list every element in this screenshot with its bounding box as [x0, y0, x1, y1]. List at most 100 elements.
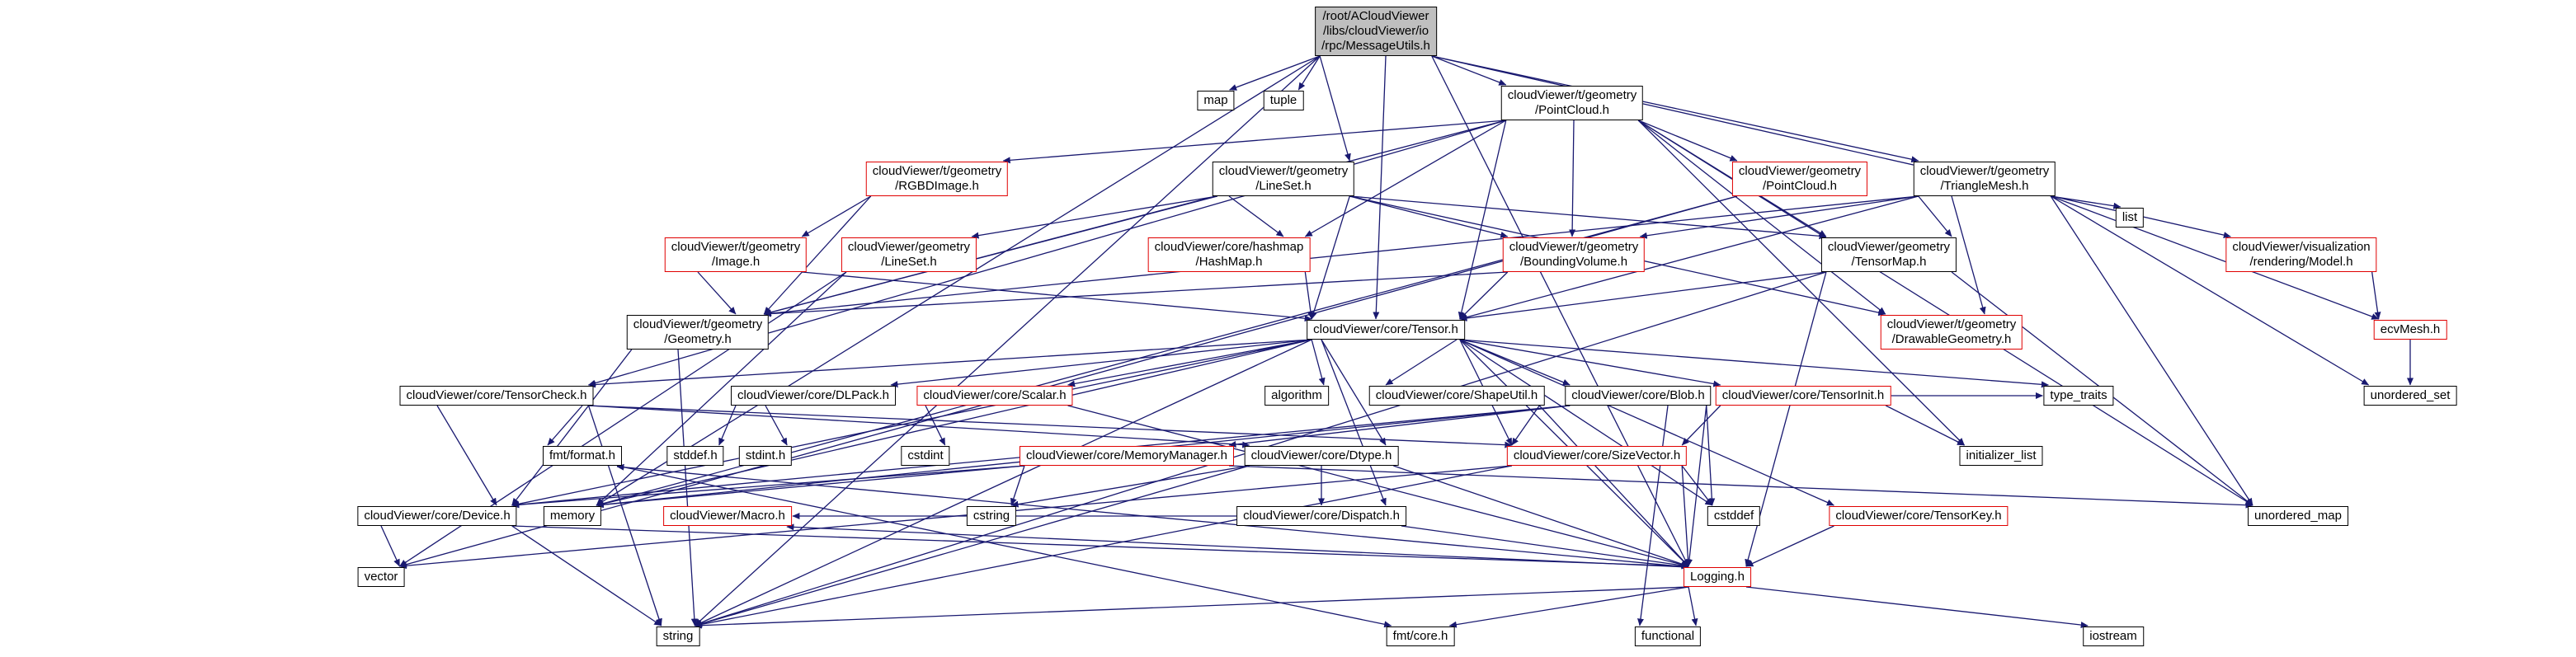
graph-node-label: string [662, 629, 694, 643]
graph-node-device[interactable]: cloudViewer/core/Device.h [357, 506, 517, 526]
graph-node-t_lineset[interactable]: cloudViewer/t/geometry/LineSet.h [1212, 162, 1355, 196]
graph-node-t_rgbdimage[interactable]: cloudViewer/t/geometry/RGBDImage.h [865, 162, 1009, 196]
include-edge-device-to-logging [511, 525, 1689, 570]
graph-node-label: cloudViewer/core/SizeVector.h [1513, 448, 1681, 462]
graph-node-stdint[interactable]: stdint.h [738, 446, 793, 466]
graph-node-drawablegeometry[interactable]: cloudViewer/t/geometry/DrawableGeometry.… [1880, 315, 2023, 350]
graph-node-tuple[interactable]: tuple [1263, 91, 1304, 110]
graph-node-logging[interactable]: Logging.h [1684, 567, 1751, 587]
include-edge-tensor-to-scalar [1067, 339, 1312, 387]
include-edge-device-to-vector [380, 525, 401, 567]
include-edge-t_trianglemesh-to-tensor [1459, 195, 1919, 321]
graph-node-label: /DrawableGeometry.h [1891, 332, 2012, 346]
graph-node-dlpack[interactable]: cloudViewer/core/DLPack.h [731, 386, 896, 406]
graph-node-algorithm[interactable]: algorithm [1264, 386, 1329, 406]
include-edge-t_lineset-to-geom_lineset [971, 195, 1217, 239]
include-edge-tensormap-to-tensor [1459, 271, 1827, 321]
graph-node-memorymanager[interactable]: cloudViewer/core/MemoryManager.h [1019, 446, 1235, 466]
include-edge-logging-to-iostream [1745, 586, 2089, 629]
include-edge-logging-to-macro [786, 523, 1689, 568]
include-edge-t_rgbdimage-to-t_image [801, 195, 872, 237]
graph-node-geom_pointcloud[interactable]: cloudViewer/geometry/PointCloud.h [1731, 162, 1868, 196]
include-edge-tensor-to-algorithm [1311, 339, 1326, 386]
include-edge-dtype-to-cstring [1010, 465, 1250, 508]
graph-node-tensorkey[interactable]: cloudViewer/core/TensorKey.h [1829, 506, 2009, 526]
graph-node-iostream[interactable]: iostream [2083, 626, 2144, 646]
graph-node-map[interactable]: map [1197, 91, 1235, 110]
graph-node-t_geometry[interactable]: cloudViewer/t/geometry/Geometry.h [626, 315, 770, 350]
graph-node-label: initializer_list [1966, 448, 2037, 462]
include-edge-geom_lineset-to-memory [596, 271, 847, 506]
graph-node-tensorinit[interactable]: cloudViewer/core/TensorInit.h [1715, 386, 1891, 406]
graph-node-tensor[interactable]: cloudViewer/core/Tensor.h [1307, 320, 1465, 340]
graph-node-tensormap[interactable]: cloudViewer/geometry/TensorMap.h [1820, 237, 1957, 272]
include-edge-t_pointcloud-to-tensor [1458, 120, 1507, 320]
graph-node-unordered_map[interactable]: unordered_map [2248, 506, 2348, 526]
graph-node-t_trianglemesh[interactable]: cloudViewer/t/geometry/TriangleMesh.h [1913, 162, 2056, 196]
include-edge-fmt_format-to-fmt_core [616, 465, 1392, 628]
graph-node-geom_lineset[interactable]: cloudViewer/geometry/LineSet.h [841, 237, 977, 272]
graph-node-tensorcheck[interactable]: cloudViewer/core/TensorCheck.h [399, 386, 594, 406]
graph-node-blob[interactable]: cloudViewer/core/Blob.h [1565, 386, 1712, 406]
graph-node-fmt_core[interactable]: fmt/core.h [1386, 626, 1455, 646]
graph-node-scalar[interactable]: cloudViewer/core/Scalar.h [916, 386, 1073, 406]
graph-node-model[interactable]: cloudViewer/visualization/rendering/Mode… [2225, 237, 2377, 272]
graph-node-label: cloudViewer/core/Scalar.h [923, 388, 1067, 402]
graph-node-cstdint[interactable]: cstdint [901, 446, 950, 466]
graph-node-messageutils[interactable]: /root/ACloudViewer/libs/cloudViewer/io/r… [1315, 7, 1437, 56]
graph-node-unordered_set[interactable]: unordered_set [2363, 386, 2457, 406]
graph-node-cstddef[interactable]: cstddef [1707, 506, 1761, 526]
include-edge-hashmap-to-tensor [1304, 271, 1314, 320]
graph-node-label: tuple [1269, 93, 1297, 107]
graph-node-sizevector[interactable]: cloudViewer/core/SizeVector.h [1506, 446, 1688, 466]
graph-node-list[interactable]: list [2115, 208, 2145, 228]
graph-node-cstring[interactable]: cstring [966, 506, 1017, 526]
graph-node-label: cloudViewer/t/geometry [671, 240, 801, 254]
graph-node-hashmap[interactable]: cloudViewer/core/hashmap/HashMap.h [1147, 237, 1311, 272]
graph-node-initializer_list[interactable]: initializer_list [1959, 446, 2043, 466]
graph-node-label: /HashMap.h [1195, 255, 1263, 269]
include-edge-t_trianglemesh-to-list [2051, 195, 2122, 209]
include-edge-logging-to-functional [1688, 586, 1698, 626]
include-edge-model-to-ecvmesh [2371, 271, 2381, 320]
graph-node-label: /TriangleMesh.h [1940, 179, 2029, 193]
graph-node-dispatch[interactable]: cloudViewer/core/Dispatch.h [1236, 506, 1406, 526]
graph-node-label: type_traits [2050, 388, 2107, 402]
graph-node-label: /root/ACloudViewer [1322, 9, 1429, 23]
include-edge-tensor-to-type_traits [1459, 339, 2049, 388]
graph-node-t_pointcloud[interactable]: cloudViewer/t/geometry/PointCloud.h [1500, 86, 1644, 120]
include-edge-tensor-to-dlpack [890, 339, 1312, 388]
graph-node-label: cloudViewer/core/MemoryManager.h [1025, 448, 1228, 462]
include-edge-messageutils-to-map [1229, 55, 1321, 91]
graph-node-label: fmt/format.h [549, 448, 616, 462]
graph-node-label: cloudViewer/t/geometry [1886, 317, 2017, 331]
graph-node-label: /Image.h [711, 255, 761, 269]
include-edge-tensorinit-to-initializer_list [1885, 405, 1965, 446]
include-edge-dlpack-to-stdint [765, 405, 788, 446]
graph-node-t_image[interactable]: cloudViewer/t/geometry/Image.h [664, 237, 808, 272]
graph-node-macro[interactable]: cloudViewer/Macro.h [663, 506, 792, 526]
graph-node-memory[interactable]: memory [543, 506, 602, 526]
include-edge-memorymanager-to-unordered_map [1228, 465, 2253, 509]
graph-node-functional[interactable]: functional [1634, 626, 1702, 646]
include-edge-blob-to-memorymanager [1228, 405, 1571, 448]
include-edge-t_pointcloud-to-hashmap [1304, 120, 1507, 237]
graph-node-string[interactable]: string [656, 626, 700, 646]
graph-node-label: cloudViewer/geometry [1827, 240, 1951, 254]
graph-node-fmt_format[interactable]: fmt/format.h [542, 446, 623, 466]
graph-node-stddef[interactable]: stddef.h [666, 446, 724, 466]
graph-node-label: cloudViewer/core/Blob.h [1571, 388, 1705, 402]
graph-node-label: cloudViewer/core/Dtype.h [1250, 448, 1392, 462]
graph-node-ecvmesh[interactable]: ecvMesh.h [2373, 320, 2447, 340]
include-edge-tensor-to-memory [596, 339, 1312, 507]
graph-node-label: cstddef [1713, 509, 1754, 523]
graph-node-dtype[interactable]: cloudViewer/core/Dtype.h [1244, 446, 1399, 466]
graph-node-label: /LineSet.h [881, 255, 937, 269]
graph-node-label: cloudViewer/core/DLPack.h [737, 388, 889, 402]
graph-node-type_traits[interactable]: type_traits [2043, 386, 2114, 406]
graph-node-shapeutil[interactable]: cloudViewer/core/ShapeUtil.h [1368, 386, 1545, 406]
graph-node-label: cloudViewer/core/Tensor.h [1313, 322, 1458, 336]
graph-node-t_boundingvolume[interactable]: cloudViewer/t/geometry/BoundingVolume.h [1502, 237, 1646, 272]
include-edge-t_trianglemesh-to-drawablegeometry [1951, 195, 1986, 315]
graph-node-vector[interactable]: vector [357, 567, 405, 587]
